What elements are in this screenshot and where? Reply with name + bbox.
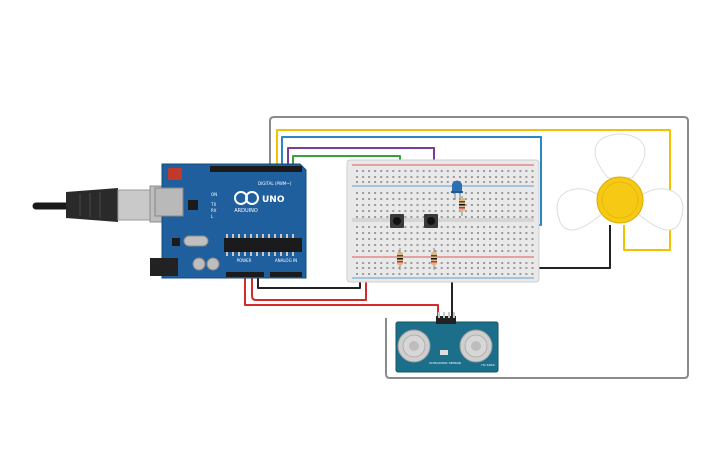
sensor-transducer-right: [459, 329, 493, 363]
wire-red-5v: [251, 270, 367, 301]
wire-black-fan: [522, 225, 611, 269]
digital-label: DIGITAL (PWM~): [258, 181, 292, 186]
power-header: [226, 272, 264, 277]
blue-led: [451, 180, 463, 200]
ultrasonic-sensor: ULTRASONIC SENSOR HC-SR04: [395, 312, 499, 373]
rx-label: RX: [211, 208, 217, 213]
arduino-uno-board: ARDUINO UNO DIGITAL (PWM~) ON TX RX L PO…: [150, 163, 307, 279]
resistor-led: [459, 196, 465, 216]
atmega-chip: [224, 238, 302, 252]
push-button-2: [424, 214, 438, 228]
on-label: ON: [211, 192, 217, 197]
fan-blade-right: [635, 188, 684, 231]
digital-header: [210, 166, 302, 172]
analog-label: ANALOG IN: [275, 258, 297, 263]
power-label: POWER: [237, 258, 252, 263]
breadboard: [346, 159, 540, 283]
push-button-1: [390, 214, 404, 228]
wire-gray: [269, 116, 689, 379]
tx-label: TX: [210, 202, 216, 207]
sensor-transducer-left: [397, 329, 431, 363]
resistor-2: [431, 248, 437, 270]
analog-header: [270, 272, 302, 277]
resistor-1: [397, 248, 403, 270]
usb-cable: [32, 185, 175, 223]
arduino-brand-text: ARDUINO: [234, 208, 258, 214]
sensor-front-label: ULTRASONIC SENSOR: [429, 361, 461, 365]
reset-button: [168, 168, 182, 180]
sensor-model-label: HC-SR04: [481, 363, 494, 367]
fan-blade-left: [556, 188, 605, 231]
arduino-model-text: UNO: [262, 195, 285, 205]
dc-fan: [556, 133, 684, 231]
l-label: L: [211, 214, 214, 219]
fan-hub: [596, 176, 644, 224]
breadboard-holes: [356, 170, 534, 275]
arduino-logo: [234, 191, 259, 205]
fan-blade-top: [594, 133, 646, 179]
